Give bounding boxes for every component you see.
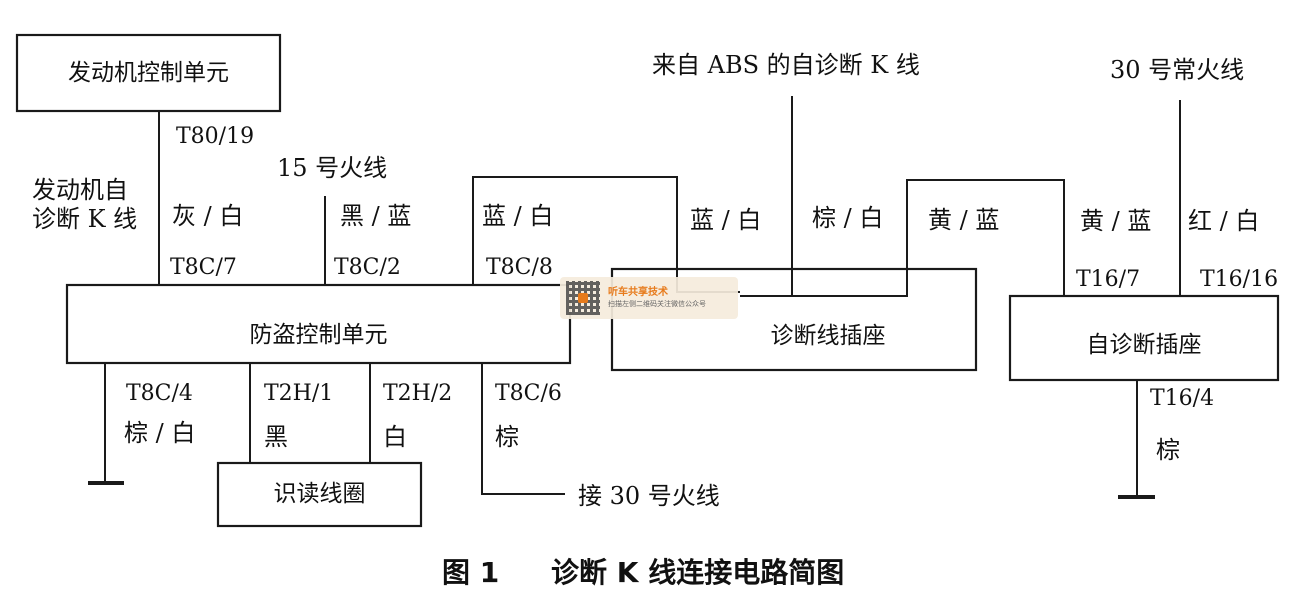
blue-white-label-2: 蓝 / 白: [690, 206, 762, 234]
yellow-blue-wire: [740, 179, 1065, 297]
yellow-blue-label-1: 黄 / 蓝: [928, 206, 1000, 234]
t2h-2-label: T2H/2: [383, 381, 453, 406]
brown-label-1: 棕: [495, 423, 519, 451]
yellow-blue-label-2: 黄 / 蓝: [1080, 207, 1152, 235]
gray-white-label: 灰 / 白: [172, 202, 244, 230]
figure-title: 诊断 K 线连接电路简图: [551, 556, 845, 589]
abs-k-label: 来自 ABS 的自诊断 K 线: [652, 51, 920, 79]
qr-logo-icon: [578, 293, 588, 303]
figure-number: 图 1: [442, 556, 500, 589]
engine-ecu-box: [15, 33, 282, 113]
line30-const-label: 30 号常火线: [1110, 56, 1245, 84]
t80-19-label: T80/19: [176, 124, 255, 149]
t8c-4-label: T8C/4: [126, 381, 193, 406]
watermark-title: 听车共享技术: [608, 287, 668, 298]
t8c-7-label: T8C/7: [170, 255, 237, 280]
reader-coil-box: [216, 461, 423, 528]
line15-label: 15 号火线: [277, 154, 388, 182]
brown-white-label-2: 棕 / 白: [124, 419, 196, 447]
immobilizer-label: 防盗控制单元: [249, 322, 388, 348]
t16-4-label: T16/4: [1150, 386, 1215, 411]
immobilizer-box: [65, 283, 572, 365]
black-blue-label: 黑 / 蓝: [340, 202, 412, 230]
diag-socket-box: [610, 267, 978, 372]
black-label: 黑: [264, 423, 288, 451]
watermark-badge: 听车共享技术 扫描左侧二维码关注微信公众号: [560, 277, 738, 319]
red-white-label: 红 / 白: [1188, 207, 1260, 235]
t8c-2-label: T8C/2: [334, 255, 401, 280]
reader-coil-label: 识读线圈: [273, 481, 366, 507]
brown-label-2: 棕: [1156, 436, 1180, 464]
brown-white-label-1: 棕 / 白: [812, 204, 884, 232]
self-diag-socket-box: [1008, 294, 1280, 382]
self-diag-socket-label: 自诊断插座: [1086, 332, 1202, 358]
t16-7-label: T16/7: [1076, 267, 1141, 292]
t8c-6-label: T8C/6: [495, 381, 562, 406]
blue-white-label-1: 蓝 / 白: [482, 202, 554, 230]
engine-k-label-1: 发动机自: [32, 176, 128, 204]
t16-16-label: T16/16: [1200, 267, 1279, 292]
t2h-1-label: T2H/1: [264, 381, 334, 406]
line30-connect-label: 接 30 号火线: [578, 482, 720, 510]
engine-ecu-label: 发动机控制单元: [68, 60, 229, 86]
engine-k-label-2: 诊断 K 线: [32, 205, 138, 233]
white-label: 白: [383, 423, 407, 451]
watermark-subtitle: 扫描左侧二维码关注微信公众号: [608, 300, 706, 308]
t8c-8-label: T8C/8: [486, 255, 553, 280]
t8c6-wire: [481, 363, 565, 495]
diag-socket-label: 诊断线插座: [770, 323, 886, 349]
